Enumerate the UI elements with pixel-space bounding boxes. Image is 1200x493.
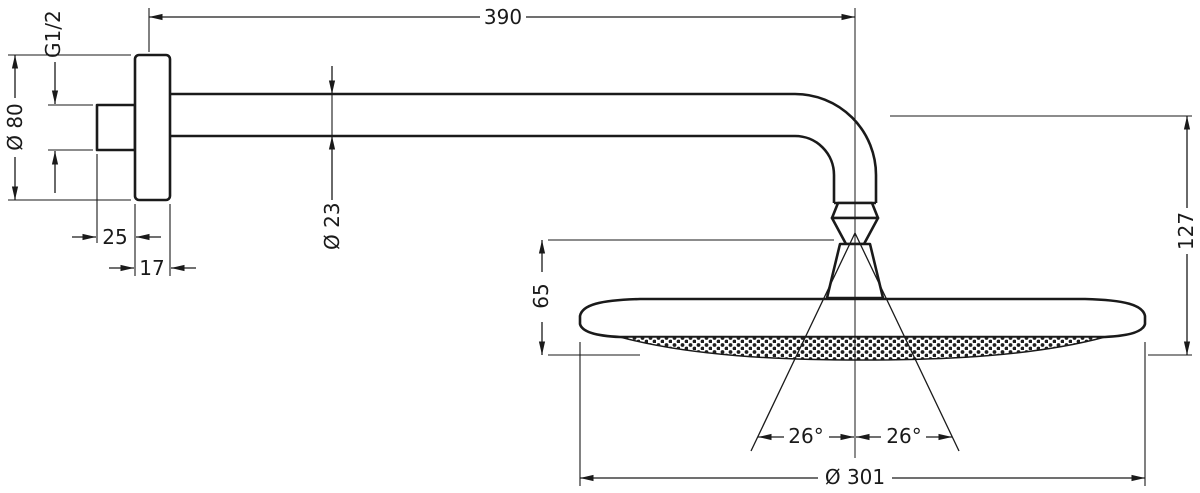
thread-size-label: G1/2 bbox=[41, 10, 65, 58]
arm-diameter-label: Ø 23 bbox=[320, 202, 344, 250]
wall-flange bbox=[133, 53, 172, 202]
spray-angle-right-label: 26° bbox=[886, 424, 921, 448]
shower-head-body bbox=[578, 297, 1147, 339]
stub-length-label: 25 bbox=[102, 225, 127, 249]
spray-angle-left-label: 26° bbox=[788, 424, 823, 448]
nozzle-field bbox=[619, 336, 1106, 361]
spray-angle-lines bbox=[750, 8, 960, 458]
extension-lines bbox=[8, 8, 1192, 486]
flange-diameter-label: Ø 80 bbox=[3, 103, 27, 151]
wall-connector-stub bbox=[95, 103, 137, 152]
dimension-labels: 390 G1/2 Ø 80 25 17 Ø 23 65 127 26° 26° … bbox=[3, 5, 1198, 489]
flange-thickness-label: 17 bbox=[139, 256, 164, 280]
shower-arm bbox=[170, 92, 878, 203]
spray-line-left bbox=[750, 232, 856, 452]
height-to-spray-face-label: 127 bbox=[1174, 212, 1198, 250]
head-height-label: 65 bbox=[529, 283, 553, 308]
arm-projection-label: 390 bbox=[484, 5, 522, 29]
spray-line-right bbox=[854, 232, 960, 452]
shower-fixture bbox=[95, 53, 1147, 361]
dimension-lines bbox=[11, 13, 1191, 482]
head-diameter-label: Ø 301 bbox=[825, 465, 885, 489]
